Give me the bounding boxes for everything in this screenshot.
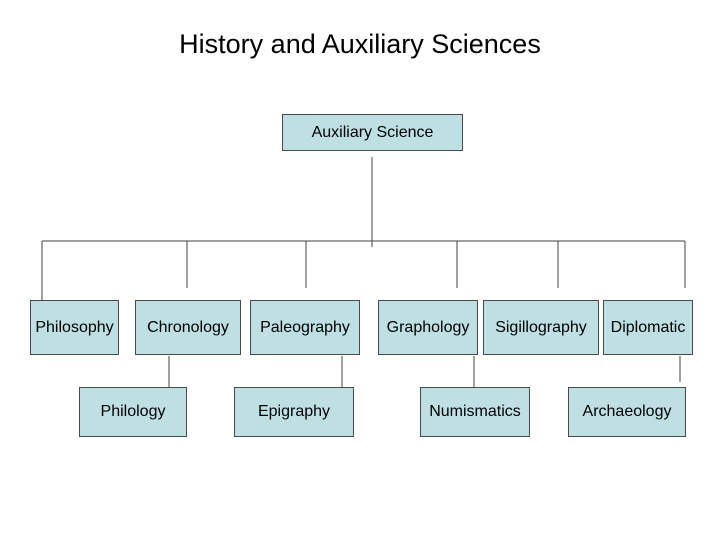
node-numismatics: Numismatics	[420, 387, 530, 437]
root-node-label: Auxiliary Science	[311, 123, 434, 141]
node-label: Epigraphy	[257, 403, 331, 420]
node-label: Numismatics	[429, 403, 521, 420]
node-philosophy: Philosophy	[30, 300, 119, 355]
node-sigillography: Sigillography	[483, 300, 599, 355]
node-label: Diplomatic	[610, 318, 686, 336]
node-label: Philosophy	[35, 318, 114, 336]
root-node-auxiliary-science: Auxiliary Science	[282, 114, 463, 151]
node-graphology: Graphology	[378, 300, 478, 355]
node-label: Chronology	[147, 318, 229, 336]
node-label: Archaeology	[582, 403, 672, 420]
node-label: Graphology	[386, 318, 470, 336]
node-epigraphy: Epigraphy	[234, 387, 354, 437]
node-archaeology: Archaeology	[568, 387, 686, 437]
node-label: Sigillography	[495, 318, 587, 336]
node-diplomatic: Diplomatic	[603, 300, 693, 355]
diagram-title: History and Auxiliary Sciences	[179, 29, 541, 59]
node-label: Paleography	[260, 318, 350, 336]
node-label: Philology	[100, 403, 166, 420]
node-paleography: Paleography	[250, 300, 360, 355]
node-philology: Philology	[79, 387, 187, 437]
node-chronology: Chronology	[135, 300, 241, 355]
